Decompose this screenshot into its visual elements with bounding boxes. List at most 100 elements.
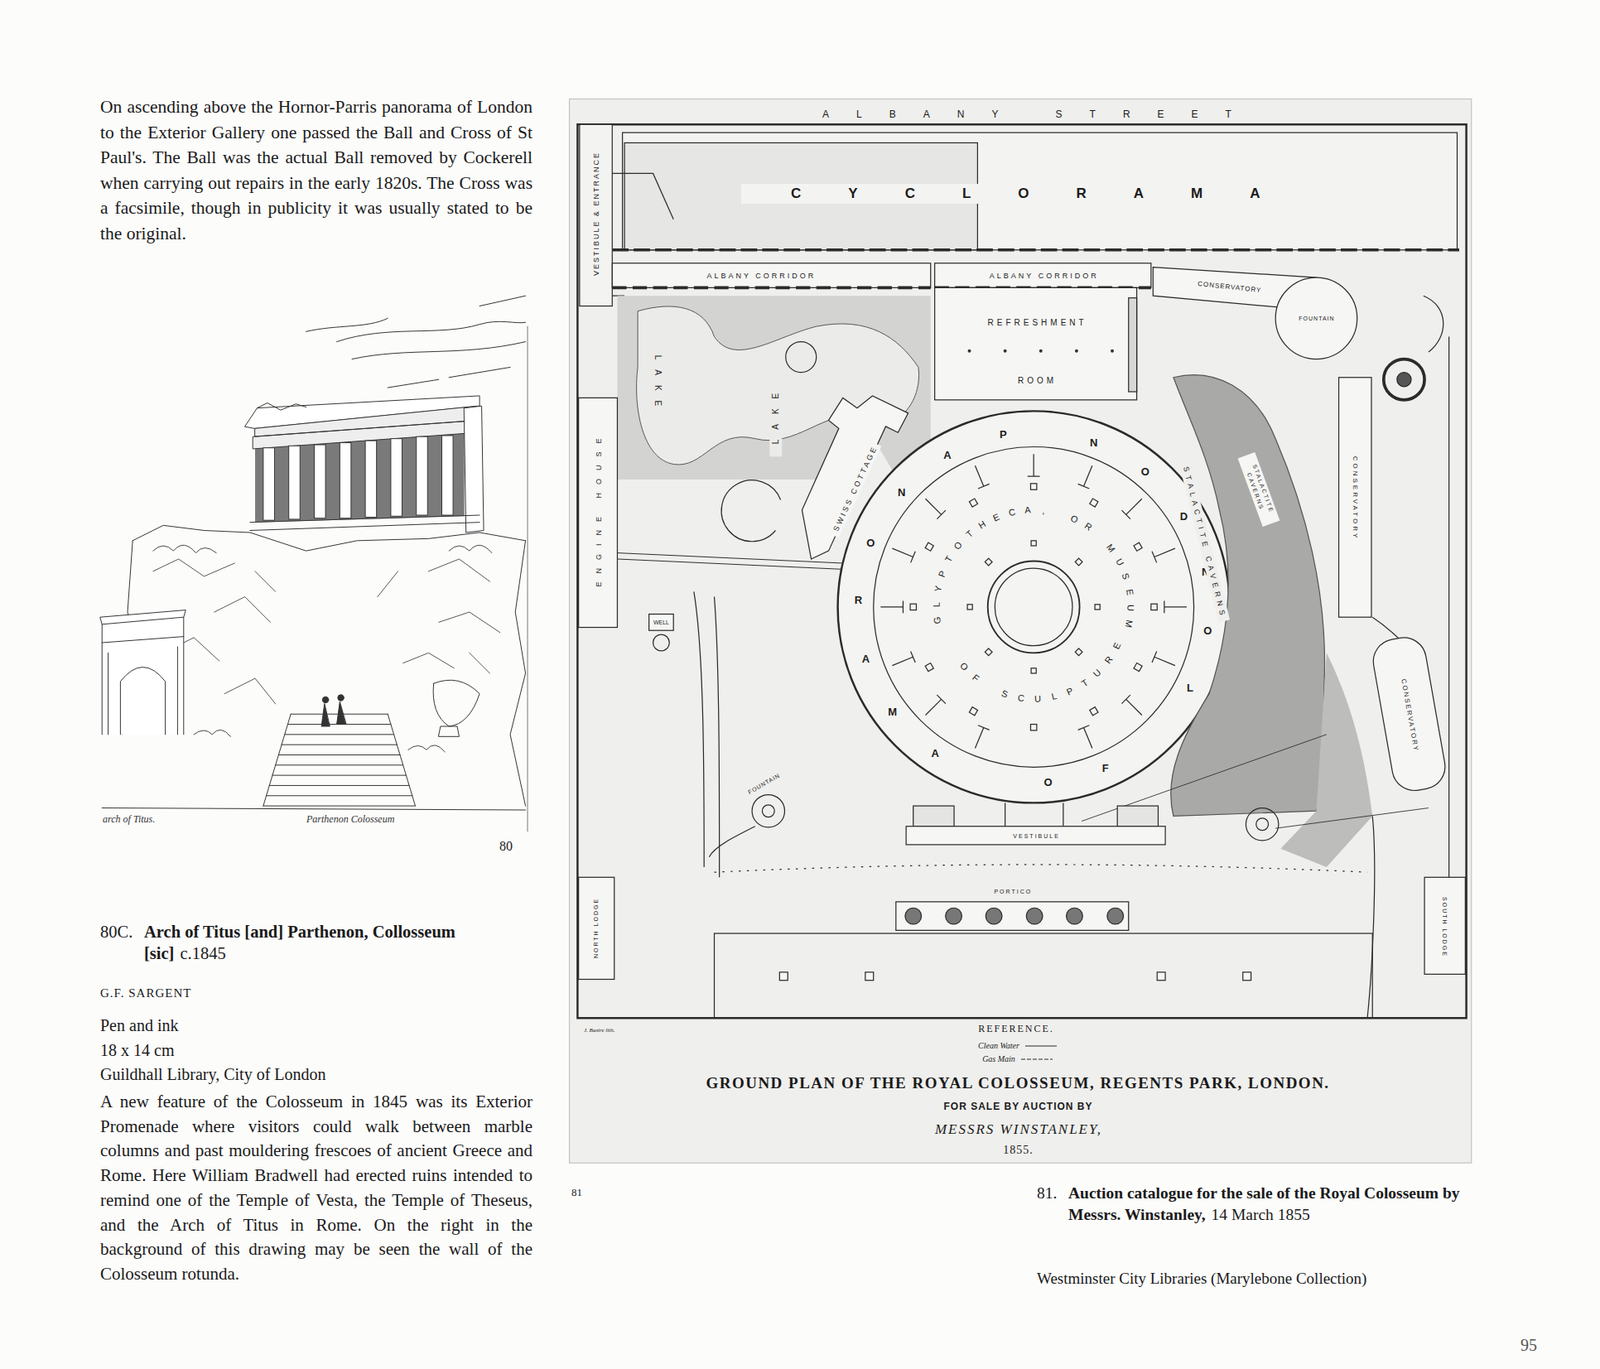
ring-letter: M <box>1123 618 1135 630</box>
column <box>442 435 454 516</box>
column <box>314 444 327 519</box>
page-number: 95 <box>1520 1334 1538 1356</box>
ring-letter: P <box>937 568 950 579</box>
north-lodge <box>578 877 615 979</box>
ring-letter: R <box>853 594 863 606</box>
ring-letter: , <box>1040 506 1046 516</box>
pedestal <box>1133 542 1143 551</box>
pedestal <box>968 498 978 507</box>
ring-letter: Y <box>933 583 945 593</box>
ring-label: GLYPTOTHECA, OR MUSEUM OF SCULPTURE <box>913 486 1155 728</box>
legend-text: Clean Water <box>978 1040 1020 1051</box>
ring-letter: U <box>1126 603 1136 613</box>
legend-line <box>1021 1059 1053 1061</box>
ring-letter: T <box>1079 677 1090 690</box>
shrubbery <box>1280 652 1373 868</box>
ring-letter: P <box>1065 685 1076 698</box>
figure-head <box>322 696 328 703</box>
legend-line-sample <box>1024 1042 1058 1050</box>
ring-letter: A <box>1023 506 1032 516</box>
radial-wall <box>1151 542 1178 563</box>
stair <box>1117 805 1158 827</box>
pedestal <box>1074 558 1083 566</box>
cyclorama-wall <box>612 248 1460 252</box>
column-dot <box>1074 349 1079 353</box>
street-name: ALBANY STREET <box>793 108 1261 121</box>
water-pipe <box>1081 734 1429 829</box>
ring-letter: O <box>1202 625 1213 637</box>
garden-ground <box>616 295 931 480</box>
radial-wall <box>1027 453 1041 477</box>
room-label: VESTIBULE <box>1008 831 1063 841</box>
column <box>985 907 1003 925</box>
room-label: STALACTITE CAVERNS <box>1178 458 1230 623</box>
stair <box>913 805 955 827</box>
caverns-label: STALACTITE CAVERNS <box>1178 458 1230 623</box>
portico-label: PORTICO <box>989 886 1035 897</box>
room-label: VESTIBULE & ENTRANCE <box>590 149 603 280</box>
room-label: STALACTITE CAVERNS <box>1238 452 1281 527</box>
room-label: LAKE <box>651 342 665 420</box>
auction-line: FOR SALE BY AUCTION BY <box>942 1100 1093 1114</box>
conservatory <box>1369 634 1449 795</box>
collection: Westminster City Libraries (Marylebone C… <box>1036 1268 1367 1289</box>
pedestal <box>1074 648 1083 656</box>
fountain-basin <box>1245 808 1278 841</box>
ring-letter: U <box>1113 556 1126 569</box>
room-label: CONSERVATORY <box>1397 673 1422 755</box>
conservatory-label: CONSERVATORY <box>1194 279 1265 297</box>
ring-letter <box>1058 513 1061 515</box>
ring-letter: P <box>998 428 1008 440</box>
ring-letter: S <box>999 689 1010 700</box>
ring-letter: O <box>952 539 965 553</box>
room-label: SWISS COTTAGE <box>828 441 882 539</box>
room-wall <box>1128 298 1138 392</box>
rotunda-walls <box>880 453 1187 751</box>
conservatory <box>1339 377 1372 617</box>
sketch-frame-edge <box>527 326 529 832</box>
pedestal <box>1030 483 1037 490</box>
column <box>416 436 429 516</box>
radial-wall <box>1078 462 1099 489</box>
vestibule <box>906 826 1166 845</box>
portico <box>896 901 1129 931</box>
temple-end-block <box>464 405 484 533</box>
legend-item: Clean Water <box>978 1040 1058 1051</box>
ring-letter: O <box>957 660 970 673</box>
collection: Guildhall Library, City of London <box>100 1064 327 1085</box>
body-text: A new feature of the Colosseum in 1845 w… <box>100 1089 533 1287</box>
ring-letter: E <box>1111 640 1123 651</box>
column-dot <box>1110 349 1114 353</box>
column <box>905 907 922 925</box>
carriage-drive <box>693 591 1375 1018</box>
radial-wall <box>1164 600 1187 613</box>
figure-caption: 80C.Arch of Titus [and] Parthenon, Collo… <box>100 920 540 964</box>
artist-name: G.F. SARGENT <box>100 985 192 1002</box>
temple-columns <box>263 435 454 521</box>
figure-number: 80C. <box>100 920 145 943</box>
plan-paper <box>569 98 1472 1163</box>
room-label: REFRESHMENT ROOM <box>973 293 1099 410</box>
pedestal <box>984 558 993 566</box>
temple-stylobate <box>250 515 480 531</box>
fountain-label: FOUNTAIN <box>1295 313 1337 323</box>
pedestal <box>1031 668 1037 674</box>
column-dot <box>1039 349 1043 353</box>
radial-wall <box>1151 650 1178 671</box>
ring-letter: M <box>886 706 898 718</box>
ring-letter: M <box>1104 542 1119 556</box>
island <box>785 342 817 373</box>
ring-letter: T <box>944 554 956 565</box>
column <box>1107 907 1124 925</box>
pedestal <box>968 707 978 716</box>
ring-letter: E <box>991 511 1003 524</box>
column <box>263 448 275 521</box>
well <box>653 634 670 651</box>
ring-letter: R <box>1081 520 1094 534</box>
room-label: CYCLORAMA <box>741 183 1311 204</box>
room-label: WELL <box>650 617 672 627</box>
lake-label: LAKE <box>769 380 782 457</box>
room-label: CONSERVATORY <box>1194 279 1265 297</box>
conservatory-label: CONSERVATORY <box>1397 673 1422 755</box>
lake-label: LAKE <box>651 342 665 420</box>
